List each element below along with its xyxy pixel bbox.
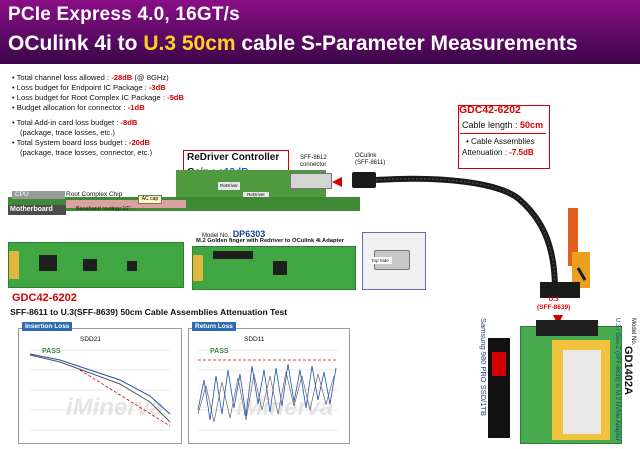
- root-complex-label: Root Complex Chip: [66, 191, 123, 198]
- adapter-board-bottom: [8, 242, 184, 288]
- redriver-chip: ReDriver: [218, 182, 240, 190]
- u3-sff-text: (SFF-8639): [537, 304, 571, 311]
- cable-attenuation: Attenuation : -7.5dB: [462, 148, 534, 157]
- bullet-text: • Budget allocation for connector :: [12, 103, 128, 112]
- loss-budget-list: • Total channel loss allowed : -28dB (@ …: [12, 73, 184, 158]
- insertion-loss-tag: Insertion Loss: [22, 322, 73, 331]
- ac-cap: AC cap: [138, 195, 162, 204]
- connector-text: connector: [300, 162, 327, 168]
- bullet-tail: (@ 8GHz): [132, 73, 169, 82]
- redriver-chip-2: ReDriver: [243, 192, 269, 198]
- pass-label-1: PASS: [42, 348, 61, 355]
- bullet-value: -3dB: [148, 83, 166, 92]
- model-number: Model No.: DP6303: [202, 229, 265, 239]
- banner-line-2: OCulink 4i to U.3 50cm cable S-Parameter…: [8, 32, 578, 56]
- attenuation-label: Attenuation :: [462, 148, 510, 157]
- redriver-title: ReDriver Controller: [187, 152, 280, 163]
- m2-adapter-label: M.2 Golden finger with Redriver to OCuli…: [196, 238, 344, 244]
- sdd21-curve: [29, 349, 171, 431]
- ssd-label-sticker: [492, 352, 506, 376]
- cable-spec-title: GDC42-6202: [459, 104, 521, 116]
- test-model: GDC42-6202: [12, 292, 77, 304]
- bullet-value: -28dB: [111, 73, 133, 82]
- bullet-value: -1dB: [127, 103, 145, 112]
- oculink-plug: [352, 172, 376, 188]
- sdd11-curve: [197, 349, 338, 431]
- bullet-total-loss: • Total channel loss allowed : -28dB (@ …: [12, 73, 184, 83]
- sff8612-text: SFF-8612: [300, 155, 327, 161]
- adapter-description: U.3 / Gen-Z (SFF-8639) to M.2 NVMe Adapt…: [614, 318, 620, 441]
- bullet-endpoint: • Loss budget for Endpoint IC Package : …: [12, 83, 184, 93]
- sff8612-connector: [290, 173, 332, 189]
- bullet-root-complex: • Loss budget for Root Complex IC Packag…: [12, 93, 184, 103]
- cable-assemblies-label: • Cable Assemblies: [466, 137, 535, 146]
- adapter-board-top: [192, 246, 356, 290]
- banner-line-2-c: cable S-Parameter Measurements: [235, 32, 578, 55]
- cable-length: Cable length : 50cm: [462, 120, 543, 130]
- bullet-addin: • Total Add-in card loss budget : -8dB: [12, 118, 184, 128]
- model-value: DP6303: [232, 229, 266, 239]
- oculink-label: OCulink(SFF-8611): [355, 153, 385, 167]
- adapter-model-label: Model No.: [630, 318, 636, 346]
- banner-line-2-a: OCulink 4i to: [8, 32, 144, 55]
- bullet-text: • Loss budget for Endpoint IC Package :: [12, 83, 149, 92]
- insertion-loss-plot: [18, 328, 182, 444]
- m2-slot-inner: [563, 350, 601, 434]
- adapter-model: GD1402A: [622, 346, 634, 395]
- model-label: Model No.:: [202, 233, 233, 239]
- bullet-text: • Loss budget for Root Complex IC Packag…: [12, 93, 168, 102]
- bullet-system-sub: (package, trace losses, connector, etc.): [20, 148, 153, 157]
- u3-connector: [536, 320, 598, 336]
- watermark-1: iMinerva: [66, 394, 164, 421]
- u3-label: U.3(SFF-8639): [537, 296, 570, 312]
- pass-label-2: PASS: [210, 348, 229, 355]
- motherboard-label: Motherboard: [8, 205, 66, 215]
- sdd11-title: SDD11: [244, 336, 265, 343]
- bullet-value: -20dB: [128, 138, 151, 147]
- cable-spec-divider: [460, 133, 546, 134]
- test-description: SFF-8611 to U.3(SFF-8639) 50cm Cable Ass…: [10, 307, 288, 317]
- cpu-chip: CPU: [12, 191, 65, 199]
- bullet-text: • Total System board loss budget :: [12, 138, 129, 147]
- top-side-label: Top Side: [368, 257, 392, 264]
- title-banner: PCIe Express 4.0, 16GT/s OCulink 4i to U…: [0, 0, 640, 64]
- baseband-routing: [66, 200, 186, 208]
- bullet-text: • Total Add-in card loss budget :: [12, 118, 121, 127]
- bullet-text: • Total channel loss allowed :: [12, 73, 112, 82]
- sdd21-title: SDD21: [80, 336, 101, 343]
- return-loss-tag: Return Loss: [192, 322, 236, 331]
- banner-line-1: PCIe Express 4.0, 16GT/s: [8, 4, 240, 25]
- sff8611-text: (SFF-8611): [355, 160, 386, 166]
- arrow-left-icon: [332, 177, 342, 187]
- cable-spec-box: [458, 105, 550, 169]
- bullet-system: • Total System board loss budget : -20dB: [12, 138, 184, 148]
- banner-length: 50cm: [181, 32, 236, 55]
- bullet-value: -8dB: [120, 118, 138, 127]
- bullet-value: -5dB: [167, 93, 184, 102]
- cable-length-label: Cable length :: [462, 120, 521, 130]
- watermark-2: iMinerva: [236, 394, 334, 421]
- attenuation-value: -7.5dB: [509, 148, 534, 157]
- bullet-addin-sub: (package, trace losses, etc.): [20, 128, 115, 137]
- cable-length-value: 50cm: [520, 120, 544, 130]
- ssd-description: Samsung 980 PRO SSD/1TB: [479, 318, 488, 416]
- oculink-text: OCulink: [355, 153, 377, 159]
- bullet-connector: • Budget allocation for connector : -1dB: [12, 103, 184, 113]
- baseband-label: Baseband routing<10": [76, 206, 131, 212]
- banner-u3: U.3: [143, 32, 177, 55]
- u3-text: U.3: [548, 296, 559, 303]
